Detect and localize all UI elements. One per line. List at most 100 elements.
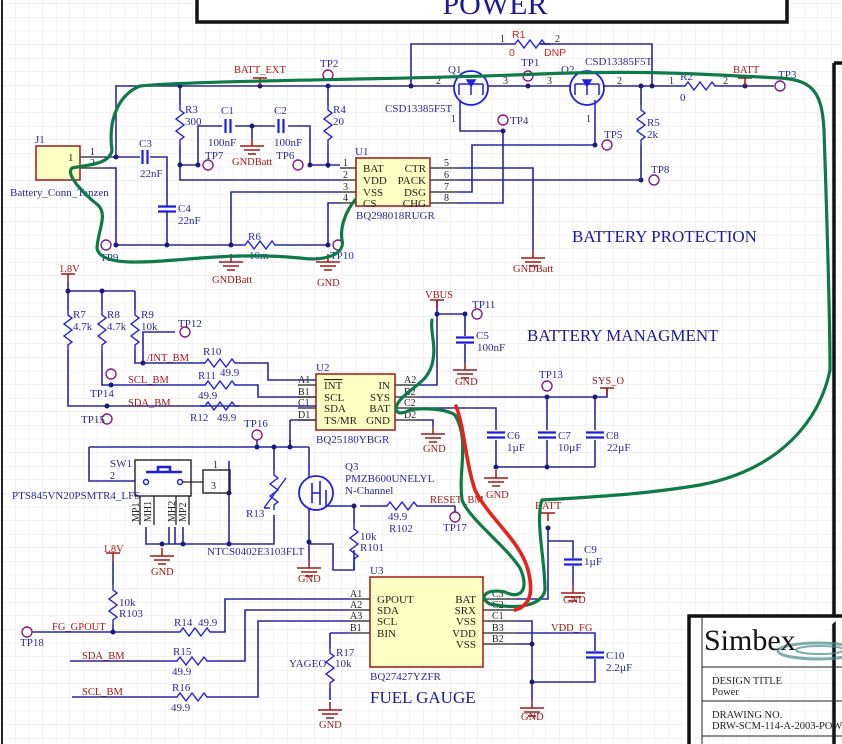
- test-point-tp18[interactable]: [21, 626, 33, 638]
- net-label-reset-bm: RESET_BM: [430, 495, 484, 506]
- test-point-tp14[interactable]: [105, 368, 117, 380]
- svg-text:BAT: BAT: [363, 163, 384, 175]
- svg-text:R16: R16: [172, 682, 191, 694]
- svg-text:MP2: MP2: [178, 503, 189, 522]
- svg-text:N-Channel: N-Channel: [345, 485, 393, 497]
- test-point-tp16[interactable]: [251, 429, 263, 441]
- test-point-tp12[interactable]: [179, 326, 191, 338]
- svg-text:C8: C8: [606, 430, 619, 442]
- test-point-tp15[interactable]: [101, 413, 113, 425]
- mosfet-q3[interactable]: [298, 463, 344, 515]
- svg-text:NTCS0402E3103FLT: NTCS0402E3103FLT: [207, 546, 305, 558]
- svg-text:CSD13385F5T: CSD13385F5T: [385, 103, 453, 115]
- svg-text:C7: C7: [558, 430, 571, 442]
- annotation-green-loop-battery: [68, 84, 357, 264]
- svg-text:100nF: 100nF: [274, 137, 302, 149]
- svg-text:R10: R10: [203, 346, 222, 358]
- j1-ref: J1: [35, 134, 45, 146]
- test-point-tp13[interactable]: [541, 380, 553, 392]
- svg-text:BAT: BAT: [455, 594, 476, 606]
- svg-text:TP13: TP13: [539, 369, 563, 381]
- svg-text:C1: C1: [492, 611, 504, 622]
- mosfet-q2[interactable]: [569, 70, 605, 110]
- test-point-tp11[interactable]: [471, 308, 483, 320]
- svg-text:1: 1: [669, 76, 674, 87]
- svg-text:2: 2: [110, 471, 115, 482]
- test-point-tp9[interactable]: [100, 239, 112, 251]
- test-point-tp6[interactable]: [292, 159, 304, 171]
- svg-text:C3: C3: [492, 589, 504, 600]
- j1-connector[interactable]: [35, 145, 81, 181]
- annotation-green-loop-protection: [138, 70, 832, 608]
- test-point-tp5[interactable]: [601, 139, 613, 151]
- svg-text:0: 0: [509, 47, 515, 59]
- u2-charger-ic[interactable]: [315, 373, 396, 431]
- svg-text:1µF: 1µF: [584, 556, 602, 568]
- svg-text:R102: R102: [389, 523, 413, 535]
- svg-text:GNDBatt: GNDBatt: [232, 157, 272, 168]
- title-block: Simbex DESIGN TITLE Power DRAWING NO. DR…: [687, 614, 842, 744]
- svg-text:TP11: TP11: [472, 299, 495, 311]
- svg-text:7: 7: [444, 182, 449, 193]
- svg-text:PTS845VN20PSMTR4_LFS: PTS845VN20PSMTR4_LFS: [12, 490, 140, 502]
- svg-text:VSS: VSS: [456, 616, 476, 628]
- svg-text:100nF: 100nF: [477, 342, 505, 354]
- svg-text:TS/MR: TS/MR: [324, 415, 358, 427]
- svg-text:SDA: SDA: [377, 605, 399, 617]
- svg-text:C1: C1: [221, 105, 234, 117]
- svg-text:49.9: 49.9: [172, 666, 192, 678]
- svg-text:A1: A1: [298, 375, 310, 386]
- net-label-vdd-fg: VDD_FG: [551, 623, 593, 634]
- test-point-tp7[interactable]: [202, 159, 214, 171]
- section-title-fuel-gauge: FUEL GAUGE: [370, 688, 476, 707]
- mosfet-q1[interactable]: [453, 70, 489, 110]
- u3-fuel-gauge-ic[interactable]: [369, 576, 484, 668]
- svg-text:2: 2: [343, 170, 348, 181]
- pushbutton-sw1[interactable]: [134, 459, 231, 525]
- svg-text:1.8V: 1.8V: [103, 544, 124, 555]
- test-point-tp8[interactable]: [648, 174, 660, 186]
- svg-text:49.9: 49.9: [217, 412, 237, 424]
- svg-text:C2: C2: [274, 105, 287, 117]
- annotation-red-line: [454, 404, 533, 612]
- thermistor-r13[interactable]: [263, 469, 287, 511]
- svg-text:TP17: TP17: [443, 522, 467, 534]
- u1-protection-ic[interactable]: [355, 157, 431, 207]
- svg-text:Q3: Q3: [345, 461, 359, 473]
- svg-text:R7: R7: [73, 309, 86, 321]
- test-point-tp4[interactable]: [497, 114, 509, 126]
- svg-text:1: 1: [343, 158, 348, 169]
- svg-text:SRX: SRX: [455, 605, 476, 617]
- svg-text:10µF: 10µF: [558, 442, 581, 454]
- svg-text:4.7k: 4.7k: [73, 321, 93, 333]
- svg-text:B1: B1: [350, 623, 362, 634]
- svg-text:MH2: MH2: [167, 501, 178, 522]
- svg-text:B3: B3: [492, 623, 504, 634]
- svg-text:10k: 10k: [335, 658, 352, 670]
- test-point-tp3[interactable]: [774, 80, 786, 92]
- svg-text:R4: R4: [333, 104, 346, 116]
- svg-text:R103: R103: [119, 608, 143, 620]
- net-label-batt-ext: BATT_EXT: [234, 65, 286, 76]
- title-box: [195, 0, 789, 24]
- svg-text:TP1: TP1: [521, 57, 539, 69]
- svg-text:C9: C9: [584, 544, 597, 556]
- test-point-tp17[interactable]: [449, 511, 461, 523]
- svg-text:2: 2: [436, 76, 441, 87]
- svg-text:TP12: TP12: [178, 318, 202, 330]
- svg-text:PACK: PACK: [398, 175, 426, 187]
- svg-text:49.9: 49.9: [171, 702, 191, 714]
- svg-text:IN: IN: [378, 380, 390, 392]
- svg-text:1: 1: [68, 152, 74, 164]
- svg-text:BQ298018RUGR: BQ298018RUGR: [356, 210, 436, 222]
- net-label-scl-bm: SCL_BM: [128, 375, 170, 386]
- svg-text:R5: R5: [647, 117, 660, 129]
- svg-text:PMZB600UNELYL: PMZB600UNELYL: [345, 473, 435, 485]
- svg-text:TP5: TP5: [604, 129, 623, 141]
- svg-text:0: 0: [680, 92, 686, 104]
- svg-text:U2: U2: [316, 362, 329, 374]
- j1-value: Battery_Conn_Tanzen: [10, 187, 109, 199]
- svg-text:2.2µF: 2.2µF: [606, 662, 632, 674]
- svg-text:R6: R6: [248, 231, 261, 243]
